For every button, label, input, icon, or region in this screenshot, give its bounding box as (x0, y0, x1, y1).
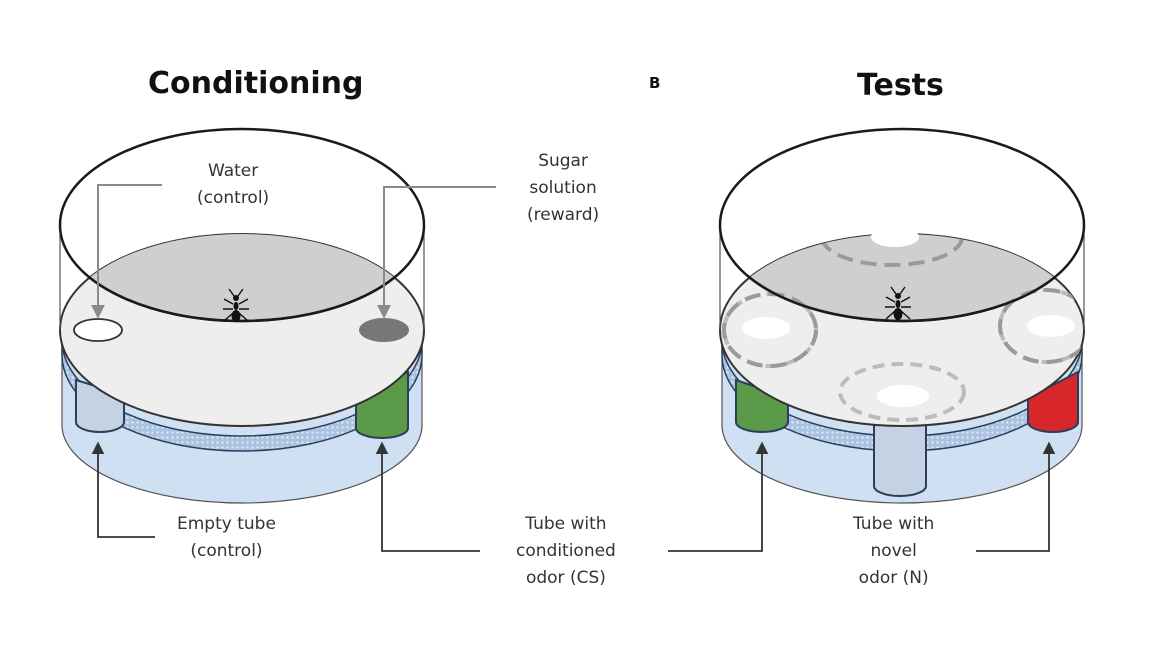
cs-tube (735, 378, 789, 433)
cs-tube (355, 370, 409, 439)
sugar-label: Sugar solution (reward) (527, 151, 600, 225)
mesh-band (61, 339, 423, 452)
water-arrow (91, 184, 162, 319)
conditioning-title: Conditioning (148, 66, 364, 101)
novel-tube-arrow (976, 441, 1056, 552)
spot-back (871, 227, 919, 247)
cs-tube-arrow-tests (668, 441, 769, 552)
water-spot (73, 318, 123, 342)
mesh-band (721, 339, 1083, 452)
dashed-zone-left-inner (722, 292, 818, 368)
panel-letter-b: B (649, 74, 661, 92)
spot-front (877, 385, 929, 407)
empty-tube-label: Empty tube (control) (177, 514, 276, 561)
tests-arena (668, 127, 1086, 552)
sugar-arrow (377, 186, 496, 319)
tests-title: Tests (857, 68, 944, 103)
spot-right (1027, 315, 1075, 337)
water-label: Water (control) (197, 161, 270, 208)
top-rim (718, 127, 1086, 323)
top-rim (58, 127, 426, 323)
ant-icon (223, 288, 249, 322)
dashed-zone-front (838, 362, 966, 422)
empty-tube-arrow (91, 441, 155, 538)
empty-tube-control (873, 421, 927, 497)
novel-tube (1027, 370, 1079, 433)
dashed-zone-right-inner (998, 288, 1084, 364)
cs-tube-arrow (375, 441, 480, 552)
ant-icon (885, 286, 911, 320)
conditioning-arena (58, 127, 496, 552)
cs-tube-label: Tube with conditioned odor (CS) (516, 514, 616, 588)
novel-tube-label: Tube with novel odor (N) (853, 514, 935, 588)
spot-left (742, 317, 790, 339)
sugar-spot (359, 318, 409, 342)
